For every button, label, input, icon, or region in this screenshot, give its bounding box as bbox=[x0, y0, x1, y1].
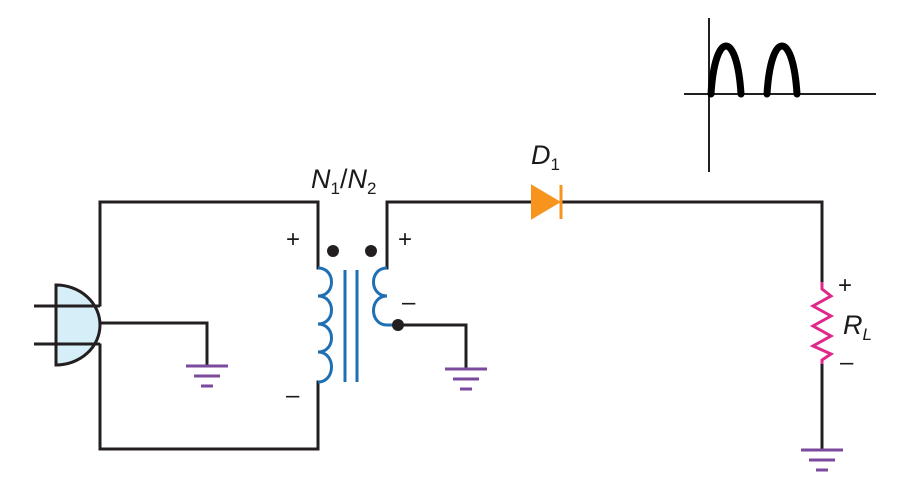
secondary-plus-sign: + bbox=[398, 226, 412, 253]
load-resistor-label: RL bbox=[843, 310, 872, 344]
diode-label: D1 bbox=[531, 140, 560, 174]
secondary-ground-wire bbox=[396, 323, 468, 369]
resistor-icon bbox=[809, 282, 835, 364]
ac-plug-icon bbox=[34, 283, 102, 367]
plug-ground-wire bbox=[68, 321, 209, 366]
half-wave-waveform-icon bbox=[684, 18, 876, 172]
transformer-icon bbox=[317, 245, 404, 384]
load-plus-sign: + bbox=[838, 272, 852, 299]
waveform-pulse bbox=[763, 42, 801, 98]
ground-icon bbox=[445, 367, 487, 391]
primary-minus-sign: – bbox=[286, 382, 300, 409]
diode-to-load-wire bbox=[560, 200, 824, 284]
junction-dot bbox=[392, 319, 404, 331]
wires bbox=[68, 200, 824, 451]
primary-top-wire bbox=[98, 200, 320, 307]
ground-icon bbox=[801, 448, 843, 472]
primary-dot bbox=[327, 245, 339, 257]
load-minus-sign: – bbox=[840, 349, 854, 376]
primary-plus-sign: + bbox=[286, 226, 300, 253]
secondary-top-wire bbox=[385, 200, 534, 270]
waveform-pulse bbox=[707, 42, 745, 98]
ground-icon bbox=[186, 364, 228, 388]
secondary-coil bbox=[372, 266, 398, 327]
primary-bottom-wire bbox=[98, 343, 320, 451]
turns-ratio-label: N1/N2 bbox=[311, 164, 376, 198]
secondary-minus-sign: – bbox=[402, 289, 416, 316]
primary-coil bbox=[317, 266, 333, 384]
diode-icon bbox=[531, 184, 563, 220]
secondary-dot bbox=[365, 245, 377, 257]
